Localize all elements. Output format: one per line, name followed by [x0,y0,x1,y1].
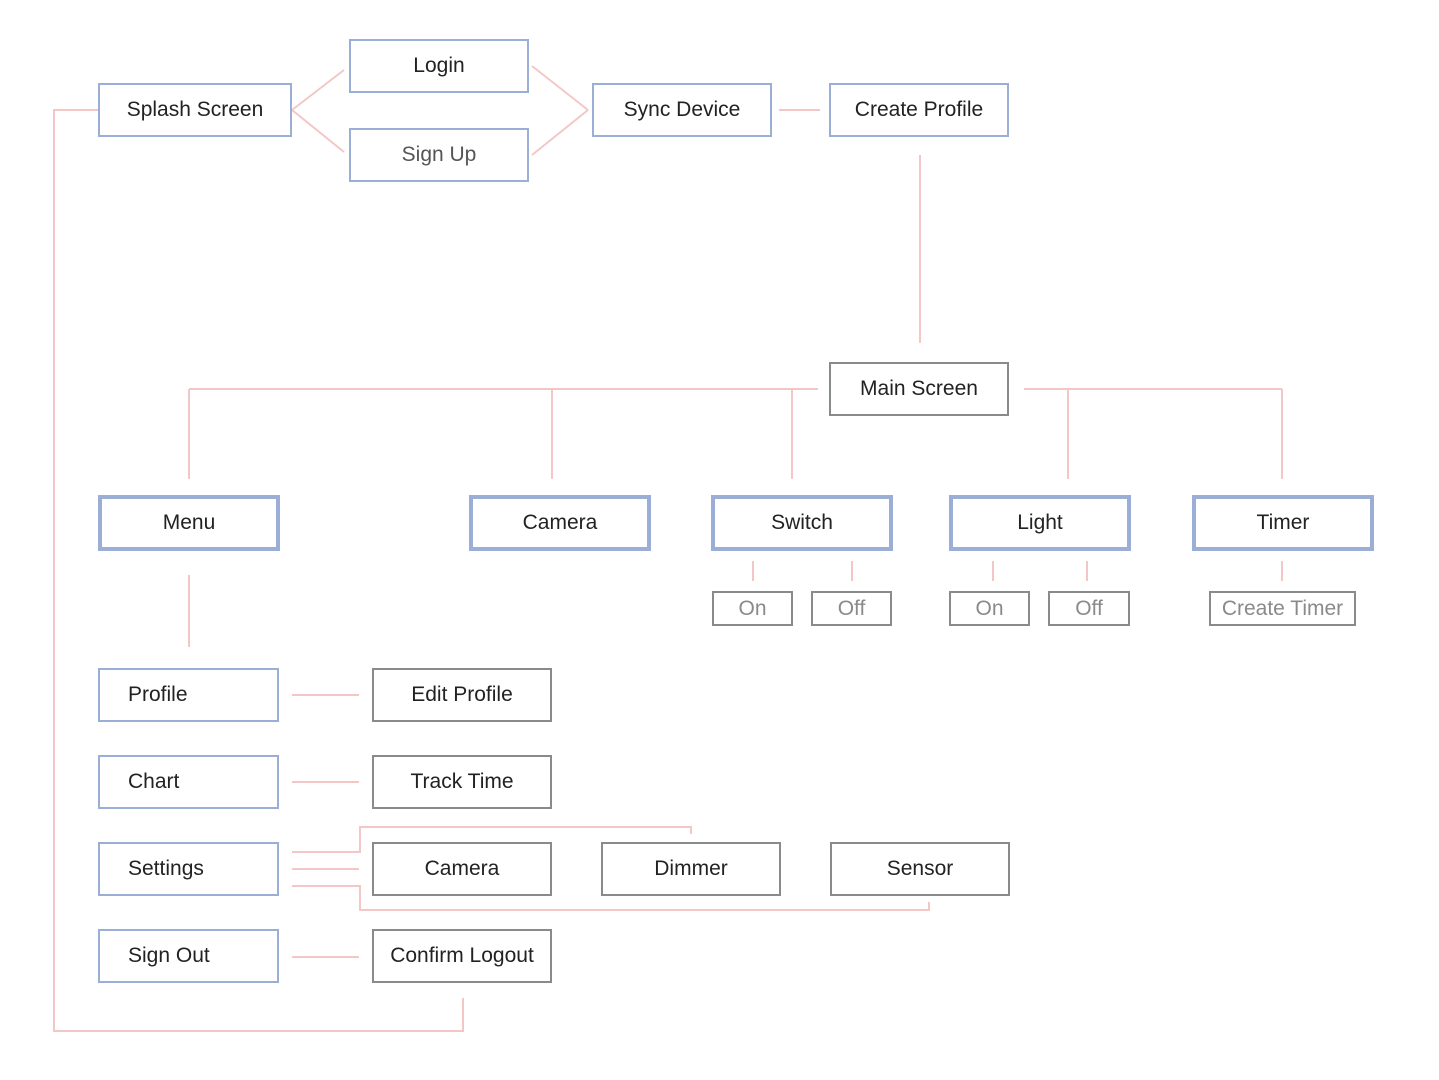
connector-settings-dimmer [292,826,692,853]
node-create-profile[interactable]: Create Profile [829,83,1009,137]
node-label: Switch [771,511,833,534]
node-profile[interactable]: Profile [98,668,279,722]
connector-splash-login [291,69,345,111]
node-switch-on[interactable]: On [712,591,793,626]
node-label: Profile [128,683,188,706]
node-label: On [738,596,767,620]
node-splash-screen[interactable]: Splash Screen [98,83,292,137]
node-label: Timer [1256,511,1310,534]
node-label: Dimmer [654,857,728,880]
node-switch[interactable]: Switch [711,495,893,551]
node-light-on[interactable]: On [949,591,1030,626]
node-label: Sign Up [401,143,477,166]
node-label: Splash Screen [126,98,264,121]
connector-splash-signup [291,109,345,153]
node-timer[interactable]: Timer [1192,495,1374,551]
node-create-timer[interactable]: Create Timer [1209,591,1356,626]
connector-logout-loop [53,109,464,1032]
node-label: Settings [128,857,204,880]
node-label: On [975,596,1004,620]
node-settings-camera[interactable]: Camera [372,842,552,896]
node-light[interactable]: Light [949,495,1131,551]
node-light-off[interactable]: Off [1048,591,1130,626]
node-sync-device[interactable]: Sync Device [592,83,772,137]
node-confirm-logout[interactable]: Confirm Logout [372,929,552,983]
node-label: Create Profile [854,98,984,121]
node-label: Chart [128,770,180,793]
node-dimmer[interactable]: Dimmer [601,842,781,896]
node-label: Camera [522,511,598,534]
node-sensor[interactable]: Sensor [830,842,1010,896]
node-login[interactable]: Login [349,39,529,93]
node-label: Camera [424,857,500,880]
node-camera[interactable]: Camera [469,495,651,551]
node-label: Off [837,596,866,620]
node-label: Login [413,54,465,77]
node-label: Sync Device [623,98,741,121]
connector-signup-sync [531,109,589,156]
node-label: Sign Out [128,944,210,967]
node-label: Sensor [886,857,954,880]
node-sign-up[interactable]: Sign Up [349,128,529,182]
node-track-time[interactable]: Track Time [372,755,552,809]
node-label: Main Screen [860,377,978,400]
node-label: Edit Profile [411,683,513,706]
node-settings[interactable]: Settings [98,842,279,896]
connector-settings-sensor [292,885,930,911]
node-chart[interactable]: Chart [98,755,279,809]
connector-login-sync [531,65,589,111]
node-edit-profile[interactable]: Edit Profile [372,668,552,722]
node-label: Light [1017,511,1063,534]
node-switch-off[interactable]: Off [811,591,892,626]
node-label: Menu [162,511,216,534]
node-label: Off [1075,596,1103,620]
node-sign-out[interactable]: Sign Out [98,929,279,983]
node-label: Confirm Logout [390,944,534,967]
node-label: Track Time [410,770,514,793]
node-main-screen[interactable]: Main Screen [829,362,1009,416]
node-menu[interactable]: Menu [98,495,280,551]
node-label: Create Timer [1221,596,1344,620]
